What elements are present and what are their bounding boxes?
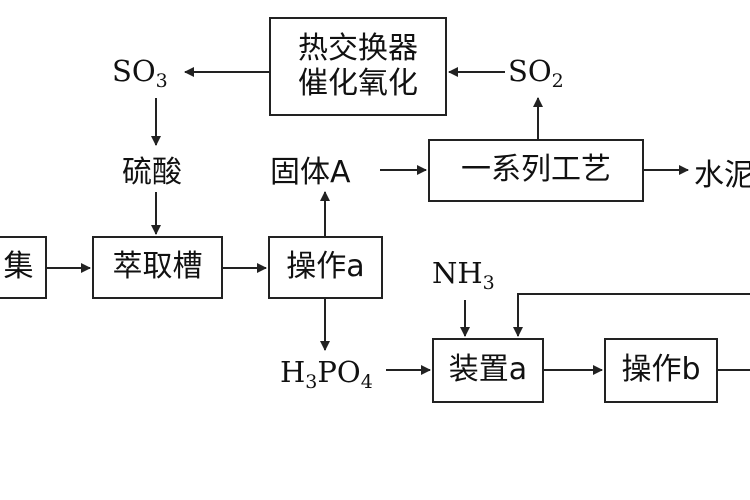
so3-label: SO3 [112,54,168,92]
heat-exchanger-box: 热交换器 催化氧化 [269,17,447,116]
series-process-label: 一系列工艺 [461,152,611,188]
cement-label: 水泥 [694,158,750,193]
collect-label: 集 [3,249,34,285]
device-a-label: 装置a [448,352,528,388]
operation-b-box: 操作b [604,338,718,403]
arrow-recycle-to-device [513,293,750,337]
operation-a-box: 操作a [268,236,383,299]
extraction-tank-label: 萃取槽 [112,249,203,285]
heat-exchanger-line2: 催化氧化 [298,65,418,101]
sulfuric-acid-label: 硫酸 [122,155,182,190]
series-process-box: 一系列工艺 [428,139,644,202]
operation-b-label: 操作b [621,352,701,388]
h3po4-label: H3PO4 [280,355,373,393]
nh3-label: NH3 [432,256,495,294]
operation-a-label: 操作a [286,249,365,285]
extraction-tank-box: 萃取槽 [92,236,223,299]
solid-a-label: 固体A [270,155,351,190]
heat-exchanger-line1: 热交换器 [298,31,418,66]
collect-box: 集 [0,236,47,299]
device-a-box: 装置a [432,338,544,403]
so2-label: SO2 [508,54,564,92]
